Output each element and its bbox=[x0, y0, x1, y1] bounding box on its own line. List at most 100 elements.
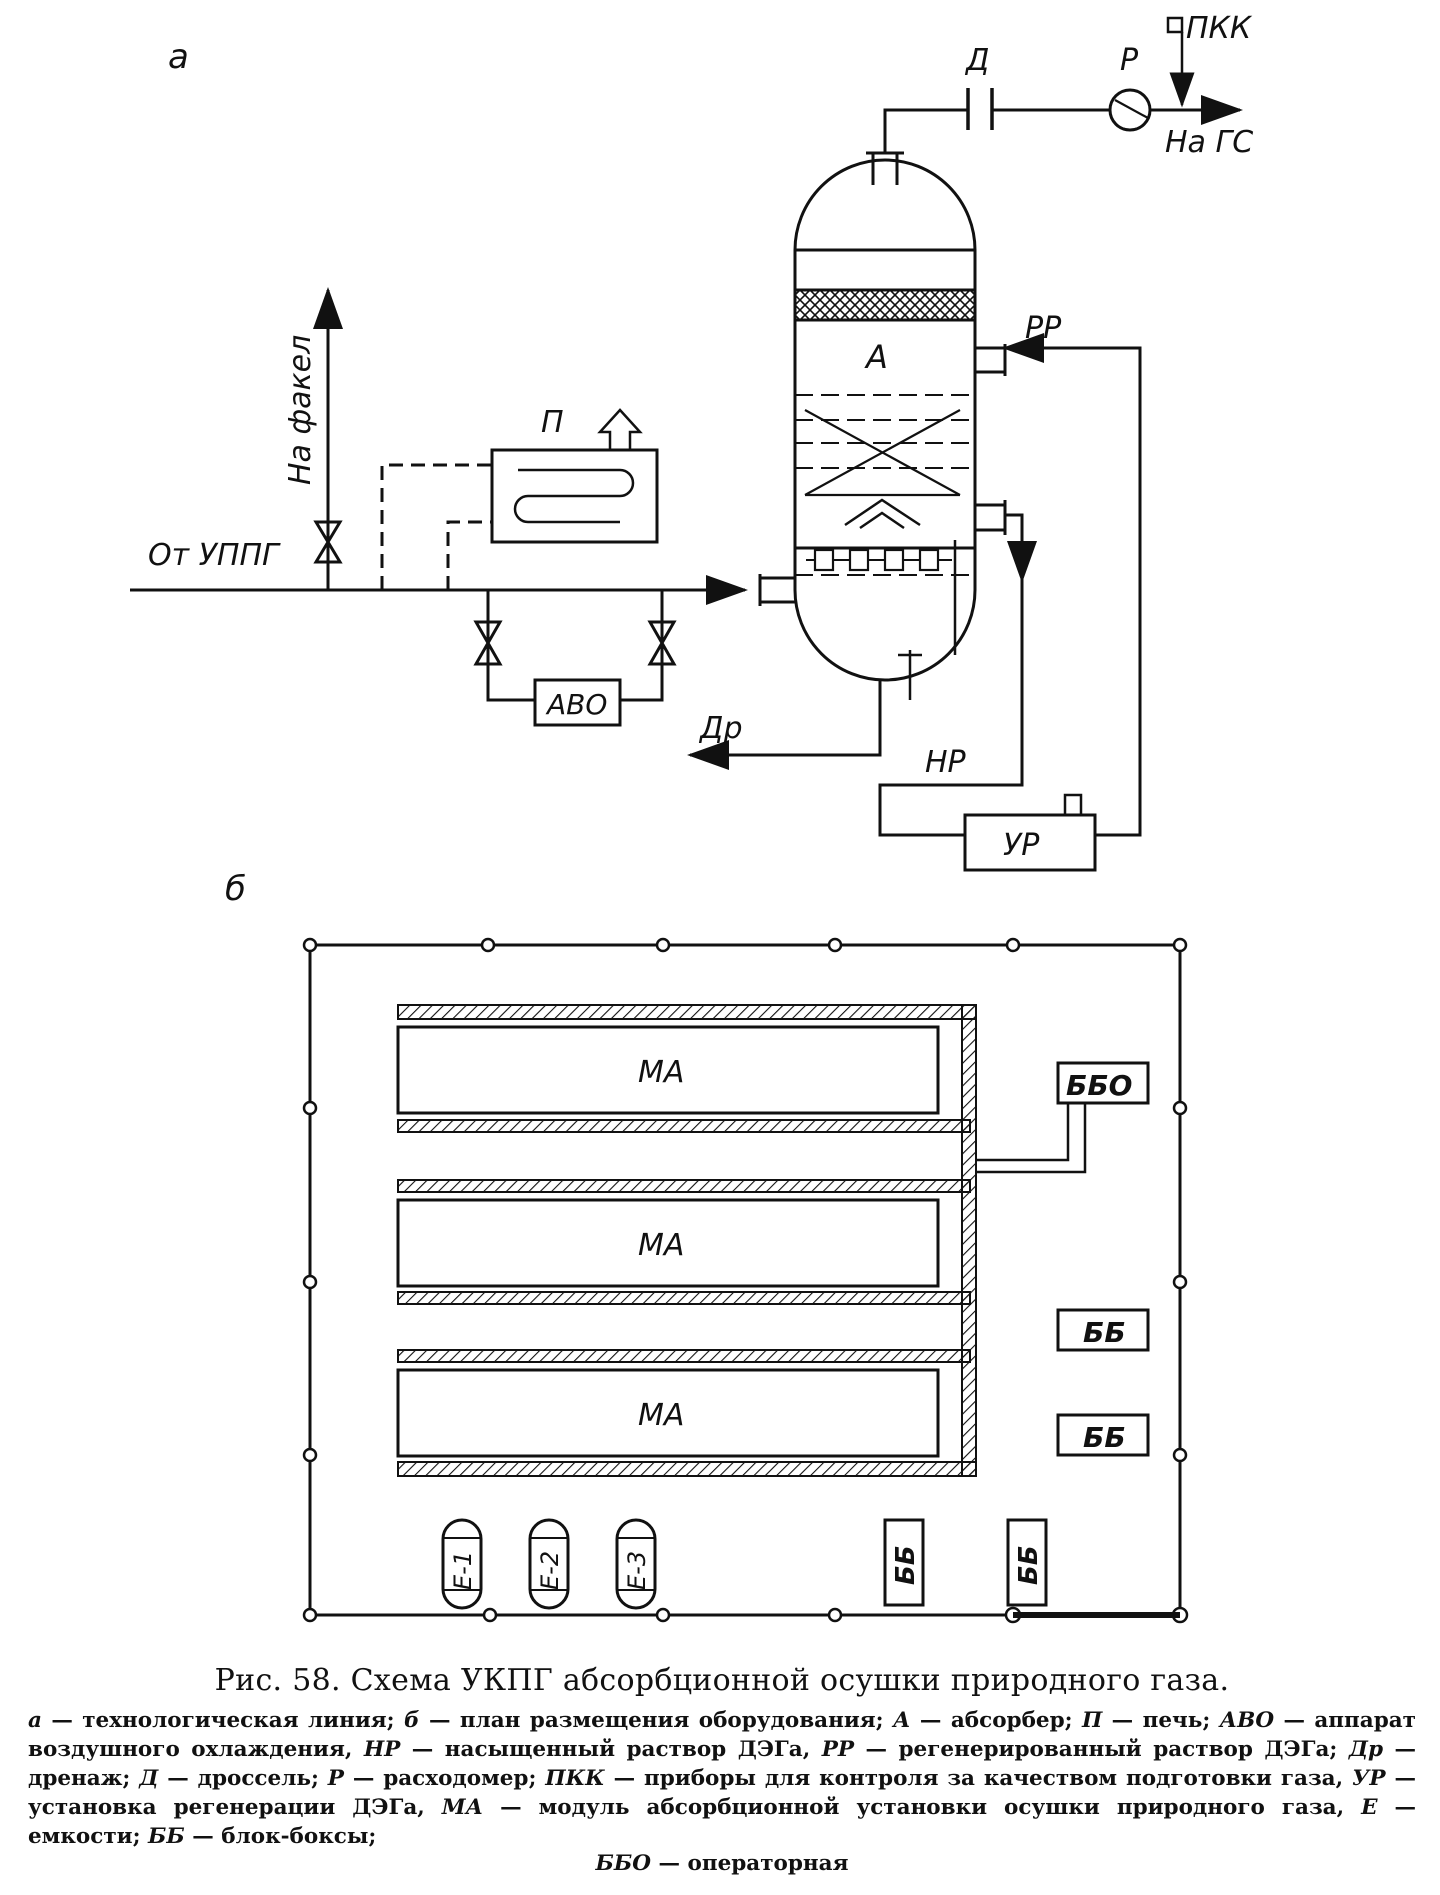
drain-line bbox=[687, 680, 882, 770]
hp-label: НР bbox=[925, 745, 967, 780]
bbo-label: ББО bbox=[1066, 1069, 1133, 1102]
flare-valve bbox=[313, 520, 343, 564]
caption-key: П bbox=[1081, 1708, 1103, 1733]
bb-box-4 bbox=[1006, 1518, 1048, 1607]
flow-meter-label: Р bbox=[1120, 43, 1139, 78]
caption-text: — блок-боксы; bbox=[184, 1824, 377, 1849]
caption-key: ББО bbox=[595, 1851, 652, 1876]
avo-bypass-line bbox=[486, 590, 664, 702]
caption-last-line: ББО — операторная bbox=[28, 1851, 1416, 1876]
furnace-return-line bbox=[446, 520, 492, 590]
panel-a: а От УППГ На факел П АВО bbox=[130, 11, 1253, 872]
caption-text: — план размещения оборудования; bbox=[419, 1708, 894, 1733]
caption-key: ББ bbox=[148, 1824, 185, 1849]
tank-e3-label: Е-3 bbox=[623, 1551, 651, 1590]
caption-key: Е bbox=[1361, 1795, 1378, 1820]
bb-box-4-label: ББ bbox=[1014, 1545, 1044, 1585]
site-boundary bbox=[308, 943, 1182, 1617]
boundary-posts bbox=[302, 937, 1189, 1624]
caption-key: НР bbox=[363, 1737, 401, 1762]
hp-line bbox=[878, 575, 1024, 837]
caption-key: ПКК bbox=[545, 1766, 605, 1791]
hp-line-down bbox=[1005, 513, 1037, 583]
bb-box-2-label: ББ bbox=[1083, 1421, 1126, 1454]
caption-key: УР bbox=[1351, 1766, 1386, 1791]
caption-text: — установка регенерации ДЭГа, bbox=[28, 1766, 1416, 1820]
tank-e3 bbox=[615, 1518, 657, 1610]
from-uppg-label: От УППГ bbox=[148, 538, 281, 573]
caption-text: — приборы для контроля за качеством подг… bbox=[604, 1766, 1352, 1791]
caption-text: — аппарат воздушного охлаждения, bbox=[28, 1708, 1416, 1762]
panel-b-letter: б bbox=[225, 869, 246, 909]
regen-unit bbox=[963, 793, 1097, 872]
diagram-canvas: а От УППГ На факел П АВО bbox=[130, 11, 1253, 1624]
furnace-label: П bbox=[541, 405, 564, 440]
rr-line bbox=[1002, 333, 1142, 837]
caption-key: МА bbox=[441, 1795, 484, 1820]
caption-text: — насыщенный раствор ДЭГа, bbox=[400, 1737, 822, 1762]
caption-key: Р bbox=[327, 1766, 344, 1791]
pkk-label: ПКК bbox=[1186, 11, 1253, 46]
figure-caption: Рис. 58. Схема УКПГ абсорбционной осушки… bbox=[28, 1663, 1416, 1876]
bbo-box bbox=[1056, 1061, 1150, 1105]
bbo-connection bbox=[976, 1103, 1087, 1174]
panel-a-letter: а bbox=[168, 37, 189, 77]
tank-e2 bbox=[528, 1518, 570, 1610]
caption-text: — модуль абсорбционной установки осушки … bbox=[483, 1795, 1362, 1820]
tank-e2-label: Е-2 bbox=[536, 1551, 564, 1590]
caption-text: — абсорбер; bbox=[910, 1708, 1082, 1733]
furnace-feed-line bbox=[380, 463, 492, 590]
bb-box-1-label: ББ bbox=[1083, 1316, 1126, 1349]
caption-key: АВО bbox=[1219, 1708, 1275, 1733]
top-nozzle bbox=[866, 151, 904, 185]
caption-text: — емкости; bbox=[28, 1795, 1416, 1849]
furnace: П bbox=[490, 405, 659, 544]
module-ma-2 bbox=[396, 1198, 940, 1288]
caption-key: б bbox=[404, 1708, 420, 1733]
regen-label: УР bbox=[1003, 828, 1040, 863]
caption-key: Д bbox=[139, 1766, 159, 1791]
avo-valve-left bbox=[473, 620, 503, 666]
tank-e1 bbox=[441, 1518, 483, 1610]
module-ma-3 bbox=[396, 1368, 940, 1458]
caption-key: а bbox=[28, 1708, 42, 1733]
throttle-label: Д bbox=[964, 43, 989, 78]
module-ma-1 bbox=[396, 1025, 940, 1115]
bb-box-2 bbox=[1056, 1413, 1150, 1457]
caption-text: — дроссель; bbox=[158, 1766, 328, 1791]
drain-label: Др bbox=[698, 711, 742, 746]
caption-text: — технологическая линия; bbox=[41, 1708, 405, 1733]
rr-nozzle bbox=[975, 344, 1007, 376]
tank-e1-label: Е-1 bbox=[449, 1551, 477, 1590]
caption-text: — расходомер; bbox=[343, 1766, 546, 1791]
caption-key: РР bbox=[821, 1737, 855, 1762]
hp-nozzle bbox=[975, 500, 1007, 535]
outlet-line bbox=[883, 108, 1110, 153]
module-walls bbox=[397, 1004, 977, 1477]
bb-box-3-label: ББ bbox=[891, 1545, 921, 1585]
module-ma-2-label: МА bbox=[638, 1228, 684, 1263]
caption-key: А bbox=[893, 1708, 911, 1733]
caption-body: а — технологическая линия; б — план разм… bbox=[28, 1706, 1416, 1851]
to-flare-label: На факел bbox=[283, 335, 318, 485]
absorber-label: А bbox=[864, 338, 888, 376]
caption-text: — операторная bbox=[651, 1851, 849, 1876]
avo-unit bbox=[533, 678, 622, 727]
flow-meter-p bbox=[1108, 88, 1152, 132]
rr-label: РР bbox=[1025, 311, 1062, 346]
absorber-vessel: А bbox=[793, 158, 977, 700]
avo-valve-right bbox=[647, 620, 677, 666]
panel-b: б МА МА МА ББО bbox=[225, 869, 1189, 1624]
caption-text: — дренаж; bbox=[28, 1737, 1416, 1791]
avo-label: АВО bbox=[545, 688, 607, 721]
throttle-d bbox=[966, 88, 994, 130]
caption-text: — регенерированный раствор ДЭГа; bbox=[854, 1737, 1349, 1762]
to-gs-label: На ГС bbox=[1165, 125, 1253, 160]
caption-title: Рис. 58. Схема УКПГ абсорбционной осушки… bbox=[214, 1663, 1230, 1698]
pkk-box bbox=[1166, 16, 1184, 34]
module-ma-3-label: МА bbox=[638, 1398, 684, 1433]
caption-text: — печь; bbox=[1102, 1708, 1220, 1733]
module-ma-1-label: МА bbox=[638, 1055, 684, 1090]
bb-box-1 bbox=[1056, 1308, 1150, 1352]
caption-key: Др bbox=[1348, 1737, 1383, 1762]
